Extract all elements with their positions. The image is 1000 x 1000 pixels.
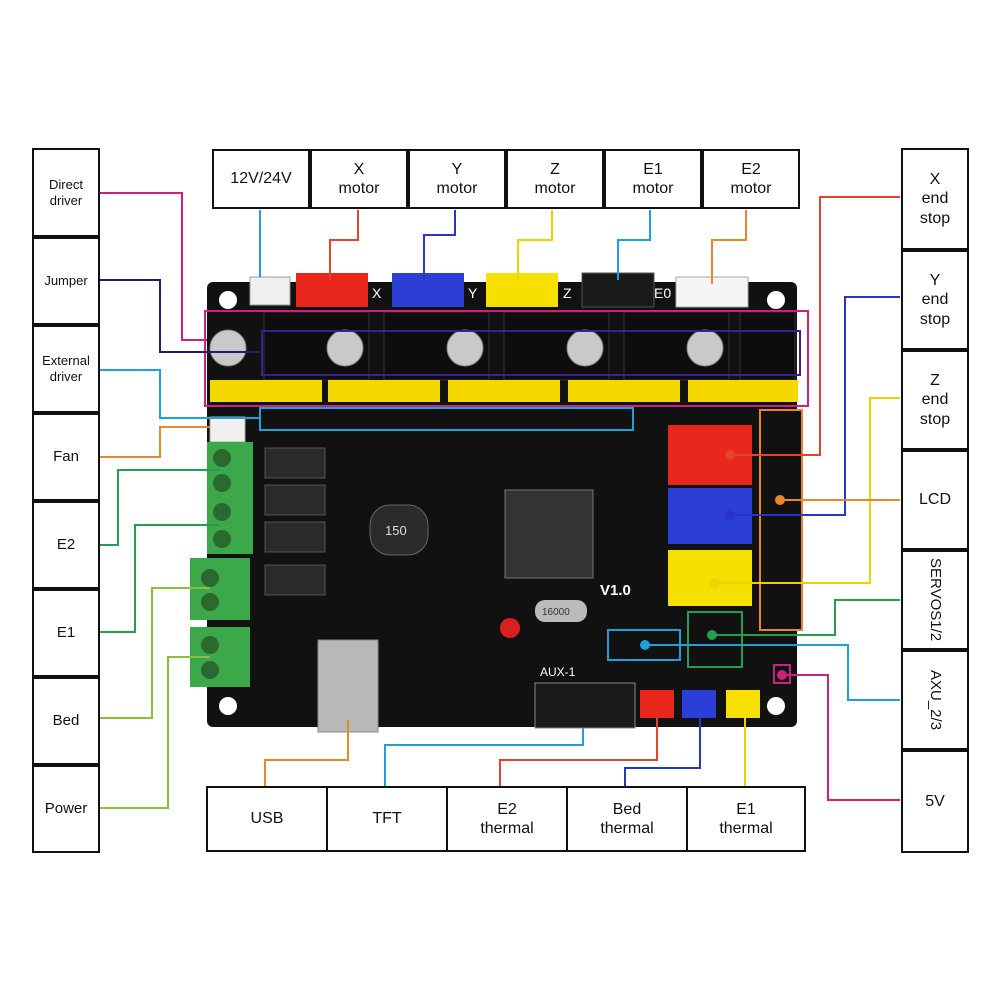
inductor-value: 150 xyxy=(385,523,407,538)
line-e2 xyxy=(100,469,220,546)
line-aux23 xyxy=(645,644,900,701)
label-e1-thermal: E1 thermal xyxy=(686,786,806,852)
mount-hole xyxy=(767,291,785,309)
mount-hole xyxy=(219,291,237,309)
label-bed-thermal: Bed thermal xyxy=(566,786,688,852)
line-z-endstop xyxy=(715,397,900,584)
reset-button xyxy=(500,618,520,638)
label-e2-thermal: E2 thermal xyxy=(446,786,568,852)
axis-mark-z: Z xyxy=(563,285,572,301)
aux1-header xyxy=(534,682,636,729)
line-power-in xyxy=(100,656,210,809)
mcu-chip xyxy=(504,489,594,579)
line-external-driver xyxy=(100,369,260,419)
label-power: Power xyxy=(32,765,100,853)
line-usb xyxy=(264,720,349,786)
label-x-motor: X motor xyxy=(310,149,408,209)
line-e2-thermal xyxy=(499,718,658,786)
label-y-motor: Y motor xyxy=(408,149,506,209)
inductor xyxy=(369,504,429,556)
line-servos xyxy=(712,599,900,636)
label-aux23: AXU_2/3 xyxy=(927,669,944,731)
e2-thermal-connector xyxy=(640,690,674,718)
usb-port xyxy=(317,639,379,733)
line-z-motor xyxy=(517,210,553,280)
line-tft xyxy=(384,728,584,786)
y-motor-connector xyxy=(392,273,464,307)
line-5v xyxy=(782,674,900,801)
label-direct-driver: Direct driver xyxy=(32,148,100,237)
bed-thermal-connector xyxy=(682,690,716,718)
servo-header xyxy=(687,611,743,668)
label-servos-box: SERVOS1/2 xyxy=(901,550,969,650)
line-e1-motor xyxy=(617,210,651,280)
label-servos: SERVOS1/2 xyxy=(927,558,944,642)
line-fan xyxy=(100,426,210,458)
crystal-value: 16000 xyxy=(542,607,570,618)
board-version: V1.0 xyxy=(600,582,631,599)
axis-mark-x: X xyxy=(372,285,382,301)
label-e2: E2 xyxy=(32,501,100,589)
label-e2-motor: E2 motor xyxy=(702,149,800,209)
label-aux23-box: AXU_2/3 xyxy=(901,650,969,750)
axis-mark-y: Y xyxy=(468,285,478,301)
power-connector xyxy=(249,276,291,306)
label-y-endstop: Y end stop xyxy=(901,250,969,350)
direct-driver-zone xyxy=(204,310,809,407)
line-direct-driver xyxy=(100,192,207,341)
label-external-driver: External driver xyxy=(32,325,100,413)
label-tft: TFT xyxy=(326,786,448,852)
label-bed: Bed xyxy=(32,677,100,765)
label-z-motor: Z motor xyxy=(506,149,604,209)
line-e2-motor xyxy=(711,210,747,284)
crystal xyxy=(535,600,587,622)
label-power-input: 12V/24V xyxy=(212,149,310,209)
label-x-endstop: X end stop xyxy=(901,148,969,250)
line-bed xyxy=(100,587,210,719)
z-endstop-connector xyxy=(668,550,752,606)
mount-hole xyxy=(767,697,785,715)
label-e1-motor: E1 motor xyxy=(604,149,702,209)
fan-connector xyxy=(209,416,246,443)
line-y-motor xyxy=(423,210,456,280)
line-e1 xyxy=(100,524,220,633)
line-x-motor xyxy=(329,210,359,280)
mount-hole xyxy=(219,697,237,715)
mosfets xyxy=(264,447,326,596)
line-x-endstop xyxy=(730,196,900,456)
label-usb: USB xyxy=(206,786,328,852)
line-bed-thermal xyxy=(624,718,701,786)
aux1-label: AUX-1 xyxy=(540,665,576,679)
label-e1: E1 xyxy=(32,589,100,677)
line-y-endstop xyxy=(730,296,900,516)
lcd-header xyxy=(759,409,803,631)
label-lcd: LCD xyxy=(901,450,969,550)
line-jumper xyxy=(100,279,262,353)
label-jumper: Jumper xyxy=(32,237,100,325)
yellow-headers xyxy=(210,380,798,402)
z-motor-connector xyxy=(486,273,558,307)
e1-thermal-connector xyxy=(726,690,760,718)
label-5v: 5V xyxy=(901,750,969,853)
label-z-endstop: Z end stop xyxy=(901,350,969,450)
driver-sockets xyxy=(263,311,796,381)
x-motor-connector xyxy=(296,273,368,307)
axis-mark-e0: E0 xyxy=(654,285,671,301)
label-fan: Fan xyxy=(32,413,100,501)
